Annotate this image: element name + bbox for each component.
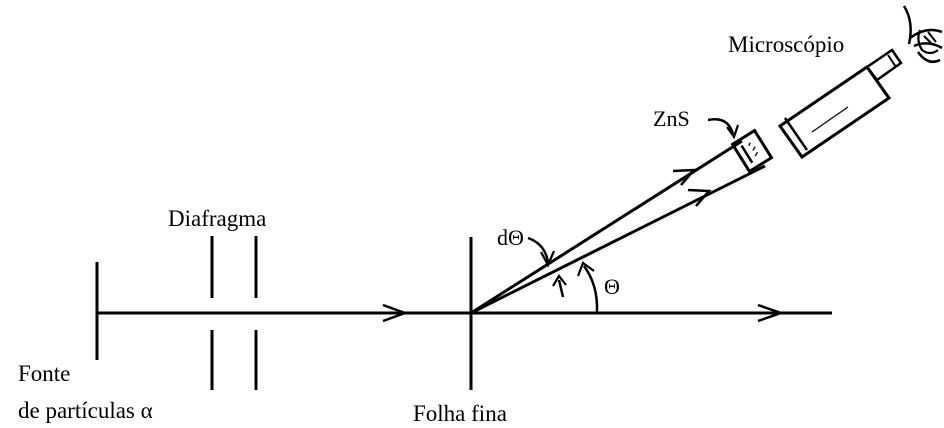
diaphragm-label: Diafragma bbox=[168, 206, 266, 231]
source-label-line2: de partículas α bbox=[18, 398, 153, 423]
zns-screen-mark-3 bbox=[754, 151, 759, 157]
diaphragm bbox=[210, 236, 258, 390]
dtheta-pointer-arrowhead bbox=[540, 250, 556, 268]
microscope-objective-ring bbox=[783, 117, 809, 151]
zns-screen-body bbox=[730, 128, 774, 174]
zns-screen-face bbox=[740, 145, 754, 164]
theta-arc bbox=[582, 265, 599, 313]
theta-arc-arrowhead bbox=[576, 261, 595, 277]
dtheta-pointer bbox=[527, 236, 550, 263]
microscope-tube bbox=[777, 64, 892, 160]
eye-lid-lower bbox=[916, 51, 941, 63]
eye-icon bbox=[902, 5, 943, 63]
dtheta-arc-arrowhead bbox=[552, 274, 567, 287]
undeflected-beam-arrowhead bbox=[757, 303, 785, 323]
microscope-eyepiece bbox=[865, 48, 903, 82]
zns-screen-mark-2 bbox=[752, 146, 756, 151]
dtheta-arc bbox=[557, 279, 565, 298]
foil-label: Folha fina bbox=[413, 401, 507, 426]
eye-lid-upper bbox=[902, 5, 912, 45]
source-label-line1: Fonte bbox=[18, 361, 70, 386]
incident-beam-arrowhead bbox=[382, 303, 409, 323]
zns-pointer-arrowhead bbox=[726, 124, 740, 140]
scattered-ray-lower-arrowhead bbox=[687, 188, 712, 207]
microscope-tube-shading bbox=[811, 106, 849, 133]
microscope-eyepiece-rim bbox=[887, 54, 897, 68]
eye-ball bbox=[917, 29, 939, 55]
microscope-label: Microscópio bbox=[728, 32, 844, 57]
zns-label: ZnS bbox=[653, 106, 690, 131]
eye-pupil-2 bbox=[927, 31, 937, 43]
eye-pupil bbox=[923, 35, 933, 45]
scattered-ray-upper-arrowhead bbox=[672, 168, 697, 186]
dtheta-label: dΘ bbox=[497, 225, 524, 250]
scattered-ray-lower bbox=[470, 164, 766, 315]
theta-label: Θ bbox=[604, 274, 620, 299]
microscope bbox=[777, 48, 903, 160]
eye-lash-1 bbox=[909, 28, 943, 40]
scattered-ray-upper bbox=[470, 139, 743, 315]
zns-screen-mark-1 bbox=[748, 142, 751, 147]
zns-screen bbox=[730, 128, 774, 174]
eye-lash-2 bbox=[913, 42, 943, 50]
zns-pointer bbox=[707, 118, 735, 135]
